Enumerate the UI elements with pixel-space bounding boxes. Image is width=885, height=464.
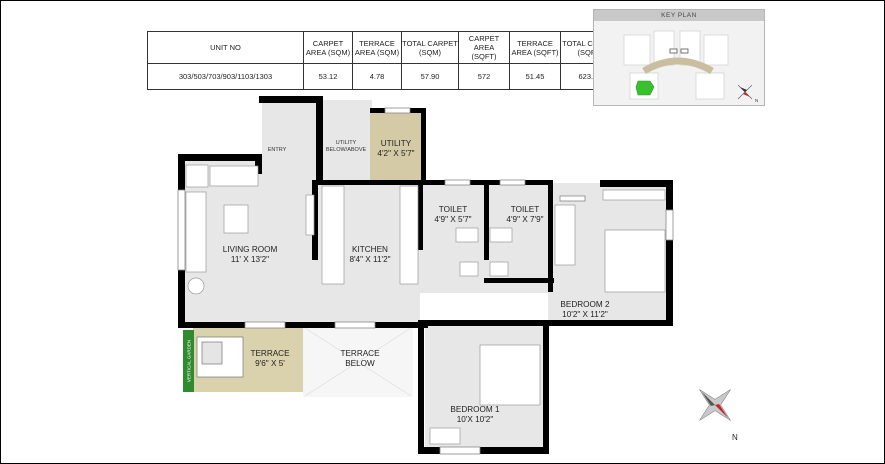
cell-carpet-sqm: 53.12 — [303, 63, 353, 90]
toilet-fixtures — [455, 204, 576, 277]
compass-north-label: N — [732, 433, 738, 442]
key-plan-compass-icon — [737, 84, 753, 100]
header-total-sqm: TOTAL CARPET(SQM) — [401, 31, 459, 64]
area-table-row: 303/503/703/903/1103/1303 53.12 4.78 57.… — [147, 63, 620, 90]
cell-total-sqm: 57.90 — [401, 63, 459, 90]
cell-unit-no: 303/503/703/903/1103/1303 — [147, 63, 304, 90]
key-plan-north-label: N — [755, 98, 758, 103]
bedroom-furniture — [429, 189, 666, 445]
highlighted-unit — [635, 80, 655, 96]
terrace-chair — [196, 336, 244, 378]
windows — [177, 107, 674, 455]
cell-terrace-sqm: 4.78 — [352, 63, 402, 90]
entry-label: ENTRY — [267, 147, 287, 153]
living-furniture — [185, 164, 315, 295]
terrace-below-hatch — [304, 327, 412, 397]
compass-icon — [699, 389, 731, 421]
vertical-garden: VERTICAL GARDEN — [183, 330, 194, 392]
cell-carpet-sqft: 572 — [458, 63, 510, 90]
key-plan-map: N — [623, 30, 758, 103]
kitchen-counter — [321, 185, 419, 285]
key-plan-title: KEY PLAN — [594, 10, 764, 21]
key-plan: KEY PLAN N — [593, 9, 765, 106]
utility-floor — [370, 113, 422, 183]
